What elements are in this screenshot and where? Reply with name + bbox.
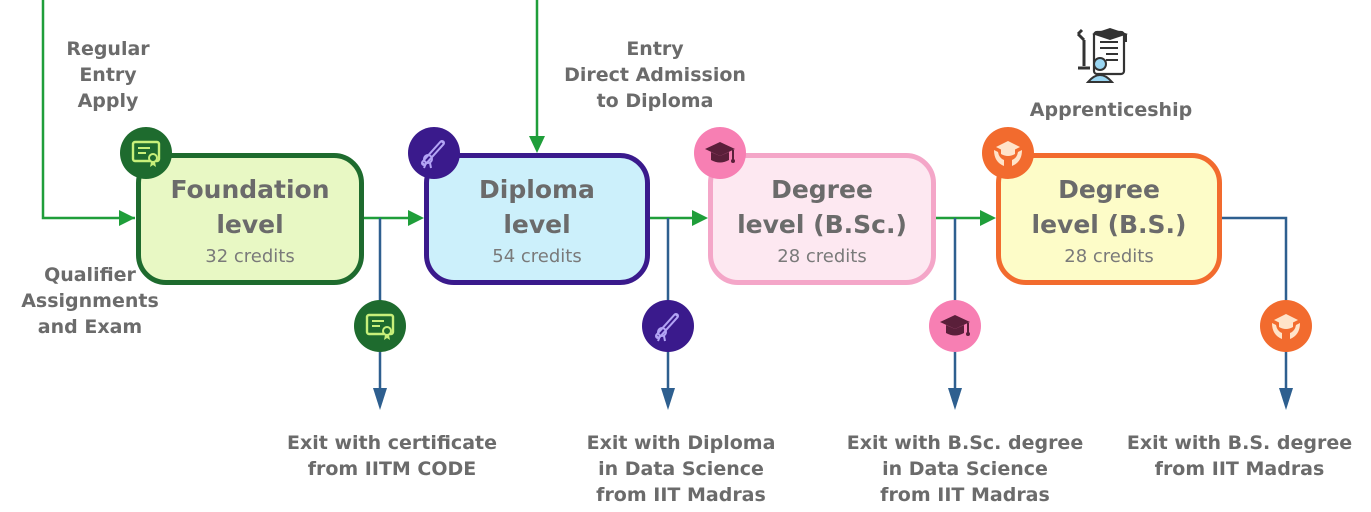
exit-diploma-label: Exit with Diploma in Data Science from I… xyxy=(586,432,776,506)
regular-entry-arrow xyxy=(41,0,135,220)
bsc-degree-level-credits: 28 credits xyxy=(777,245,867,267)
foundation-level-title: Foundation level xyxy=(170,174,330,239)
bs-degree-level-credits: 28 credits xyxy=(1064,245,1154,267)
diploma-level-credits: 54 credits xyxy=(492,245,582,267)
qualifier-label: Qualifier Assignments and Exam xyxy=(21,264,159,338)
foundation-level-box: Foundation level 32 credits xyxy=(136,153,364,285)
certificate-icon xyxy=(120,127,172,179)
exit-bs-degree-label: Exit with B.S. degree from IIT Madras xyxy=(1126,432,1353,480)
exit-diploma-scroll-icon xyxy=(642,300,694,352)
bs-degree-level-box: Degree level (B.S.) 28 credits xyxy=(996,153,1222,285)
direct-entry-label: Entry Direct Admission to Diploma xyxy=(564,38,746,112)
diploma-level-title: Diploma level xyxy=(479,174,595,239)
graduation-cap-icon xyxy=(694,127,746,179)
exit-graduation-cap-icon xyxy=(929,300,981,352)
hands-cap-icon xyxy=(982,127,1034,179)
bsc-degree-level-box: Degree level (B.Sc.) 28 credits xyxy=(708,153,936,285)
exit-certificate-label: Exit with certificate from IITM CODE xyxy=(287,432,497,480)
regular-entry-label: Regular Entry Apply xyxy=(66,38,150,112)
foundation-level-credits: 32 credits xyxy=(205,245,295,267)
exit-bsc-degree-label: Exit with B.Sc. degree in Data Science f… xyxy=(846,432,1084,506)
diploma-scroll-icon xyxy=(408,127,460,179)
apprenticeship-icon xyxy=(1074,26,1146,86)
exit-hands-cap-icon xyxy=(1260,300,1312,352)
diploma-level-box: Diploma level 54 credits xyxy=(424,153,650,285)
apprenticeship-label: Apprenticeship xyxy=(1029,99,1193,121)
bsc-degree-level-title: Degree level (B.Sc.) xyxy=(737,174,907,239)
exit-certificate-icon xyxy=(354,300,406,352)
bs-degree-level-title: Degree level (B.S.) xyxy=(1031,174,1187,239)
